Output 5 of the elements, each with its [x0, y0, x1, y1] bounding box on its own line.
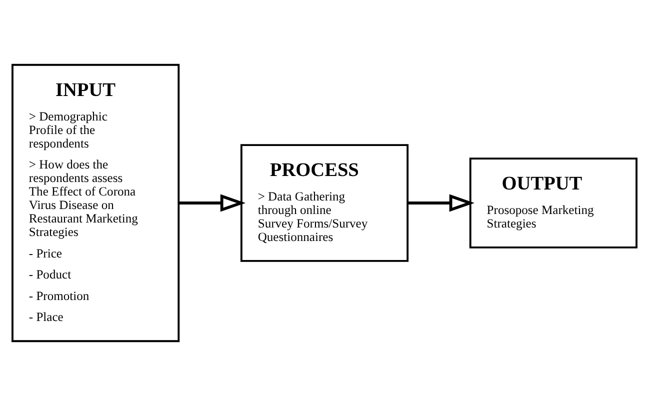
node-box: INPUT > Demographic Profile of the respondents > How does the respondents assess The Effect of Corona Virus Disease on Restaurant Marketing Strategies - Price - Poduct - Promotion - Place	[12, 63, 180, 342]
node-box: OUTPUT Prosopose Marketing Strategies	[469, 157, 638, 248]
arrow	[408, 194, 474, 212]
node-box: PROCESS > Data Gathering through online Survey Forms/Survey Questionnaires	[240, 144, 409, 262]
arrow	[178, 194, 246, 212]
